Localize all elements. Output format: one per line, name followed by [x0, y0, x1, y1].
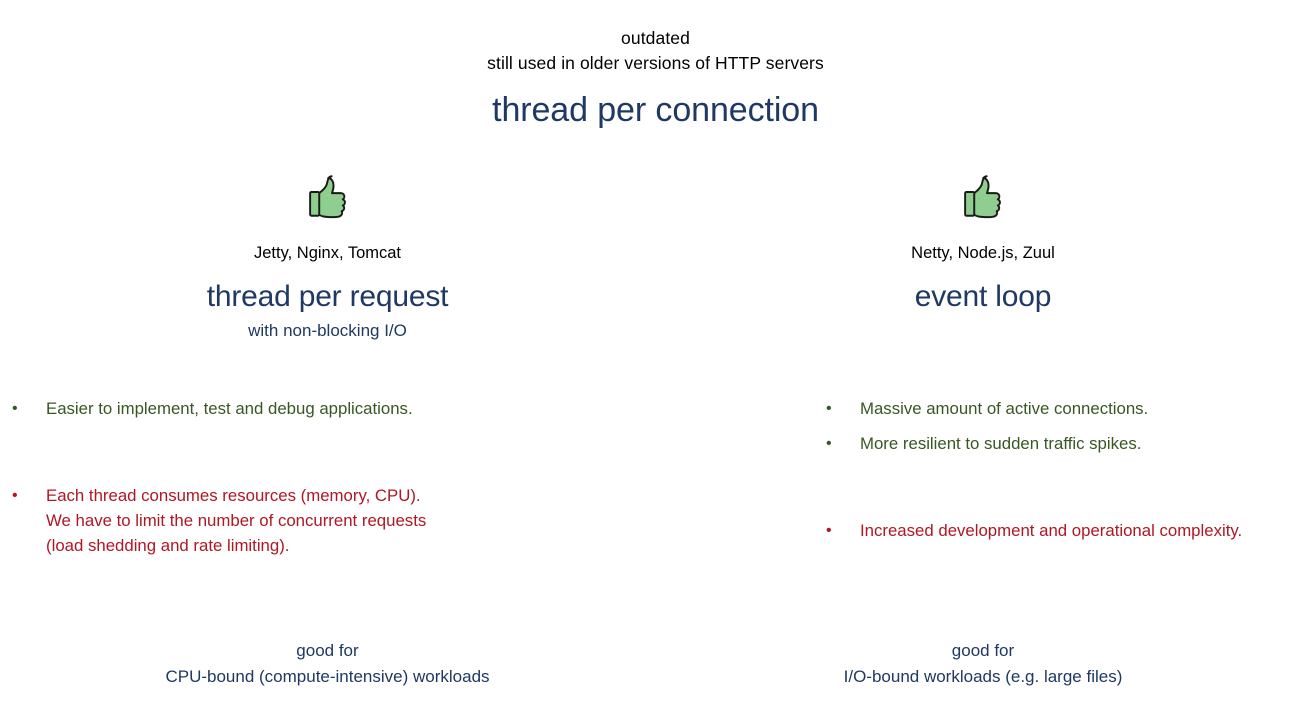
- bullet-text: Massive amount of active connections.: [860, 399, 1149, 418]
- column-heading-group: Netty, Node.js, Zuul event loop: [655, 242, 1311, 319]
- bullet-text: Easier to implement, test and debug appl…: [46, 399, 413, 418]
- bullet-text: Increased development and operational co…: [860, 521, 1243, 540]
- bullet-list: • Easier to implement, test and debug ap…: [12, 396, 612, 558]
- column-title: thread per request: [206, 280, 449, 313]
- bullet-list: • Massive amount of active connections. …: [826, 396, 1311, 543]
- column-heading-group: Jetty, Nginx, Tomcat thread per request …: [0, 242, 829, 342]
- bullet-dot-icon: •: [826, 522, 832, 539]
- column-title-sub: with non-blocking I/O: [248, 321, 407, 340]
- list-item: • Massive amount of active connections.: [826, 396, 1311, 421]
- bullet-dot-icon: •: [12, 400, 18, 417]
- list-item: • Easier to implement, test and debug ap…: [12, 396, 612, 421]
- title-kicker-line1: outdated: [621, 28, 690, 48]
- bullet-text: More resilient to sudden traffic spikes.: [860, 434, 1142, 453]
- good-for-value: I/O-bound workloads (e.g. large files): [843, 667, 1123, 686]
- list-item: • Increased development and operational …: [826, 518, 1311, 543]
- bullet-dot-icon: •: [12, 487, 18, 504]
- spacer: [826, 456, 1311, 518]
- thumbs-up-icon: [308, 175, 346, 219]
- slide-title-block: outdated still used in older versions of…: [0, 26, 1311, 131]
- spacer: [826, 421, 1311, 431]
- bullet-text: Each thread consumes resources (memory, …: [46, 486, 427, 555]
- column-title: event loop: [914, 280, 1052, 313]
- good-for-note: good for CPU-bound (compute-intensive) w…: [0, 638, 810, 690]
- list-item: • More resilient to sudden traffic spike…: [826, 431, 1311, 456]
- column-event-loop: Netty, Node.js, Zuul event loop • Massiv…: [655, 0, 1311, 703]
- good-for-label: good for: [951, 641, 1015, 660]
- thumbs-up-icon: [964, 175, 1001, 219]
- thumbs-up-icon-wrapper: [0, 172, 825, 224]
- spacer: [12, 421, 612, 483]
- thumbs-up-icon-wrapper: [655, 172, 1311, 224]
- good-for-note: good for I/O-bound workloads (e.g. large…: [655, 638, 1311, 690]
- bullet-dot-icon: •: [826, 400, 832, 417]
- page-title: thread per connection: [492, 91, 819, 129]
- bullet-dot-icon: •: [826, 435, 832, 452]
- column-subtitle: Netty, Node.js, Zuul: [911, 244, 1055, 262]
- list-item: • Each thread consumes resources (memory…: [12, 483, 612, 558]
- column-subtitle: Jetty, Nginx, Tomcat: [253, 244, 402, 262]
- good-for-label: good for: [296, 641, 359, 660]
- good-for-value: CPU-bound (compute-intensive) workloads: [165, 667, 490, 686]
- column-thread-per-request: Jetty, Nginx, Tomcat thread per request …: [0, 0, 655, 703]
- title-kicker-line2: still used in older versions of HTTP ser…: [487, 53, 824, 73]
